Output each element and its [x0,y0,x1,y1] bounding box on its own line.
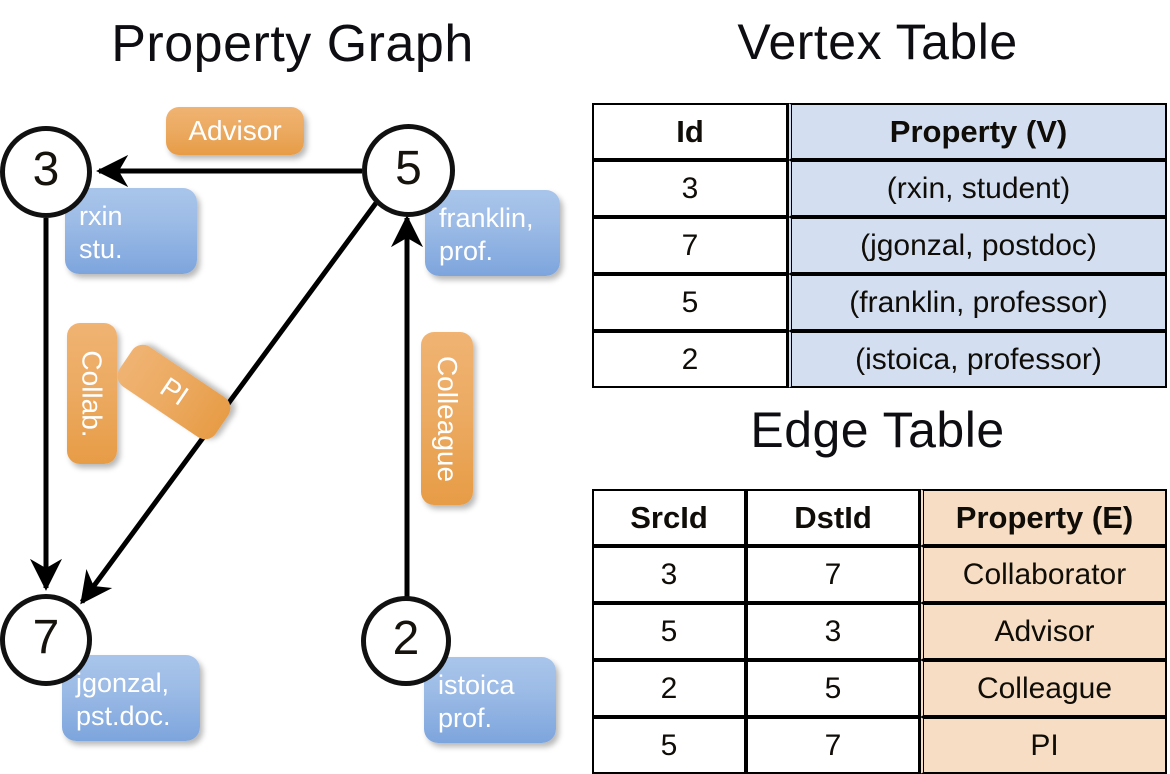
vertex-cell-property: (jgonzal, postdoc) [788,217,1167,274]
graph-node-5-label: 5 [395,141,422,195]
graph-node-3-label: 3 [32,143,60,196]
page-title-vertex-table: Vertex Table [737,14,1018,70]
edge-cell-srcid: 3 [592,546,746,603]
edge-cell-srcid: 5 [592,603,746,660]
table-row: 2 (istoica, professor) [592,331,1167,388]
vertex-cell-property: (franklin, professor) [788,274,1167,331]
page-title-edge-table: Edge Table [750,402,1005,458]
edge-table-header-srcid: SrcId [592,489,746,546]
edge-table-header-property: Property (E) [920,489,1167,546]
edge-cell-dstid: 7 [746,546,920,603]
page-title-property-graph: Property Graph [111,15,474,73]
vertex-cell-property: (rxin, student) [788,160,1167,217]
table-row: 3 (rxin, student) [592,160,1167,217]
edge-label-chip-advisor: Advisor [166,107,304,155]
edge-table: SrcId DstId Property (E) 3 7 Collaborato… [592,489,1167,774]
edge-label-text-pi: PI [154,371,194,412]
edge-cell-srcid: 2 [592,660,746,717]
edge-table-header-dstid: DstId [746,489,920,546]
table-row: 5 7 PI [592,717,1167,774]
edge-cell-property: Colleague [920,660,1167,717]
vertex-cell-id: 2 [592,331,788,388]
edge-cell-property: Advisor [920,603,1167,660]
vertex-cell-id: 5 [592,274,788,331]
vertex-table-header-row: Id Property (V) [592,103,1167,160]
edge-cell-srcid: 5 [592,717,746,774]
vertex-cell-id: 7 [592,217,788,274]
graph-node-2-label: 2 [392,612,420,665]
edge-table-header-row: SrcId DstId Property (E) [592,489,1167,546]
vertex-table-header-property: Property (V) [788,103,1167,160]
edge-label-text-colleague: Colleague [432,355,464,482]
edge-cell-dstid: 7 [746,717,920,774]
graph-node-2[interactable]: 2 [361,596,451,686]
graph-node-7-label: 7 [32,611,60,664]
vertex-cell-id: 3 [592,160,788,217]
edge-cell-dstid: 3 [746,603,920,660]
edge-label-chip-collab: Collab. [67,323,117,464]
table-row: 2 5 Colleague [592,660,1167,717]
vertex-property-chip-3: rxin stu. [65,188,197,274]
graph-node-7[interactable]: 7 [0,594,92,686]
vertex-table: Id Property (V) 3 (rxin, student) 7 (jgo… [592,103,1167,388]
table-row: 5 3 Advisor [592,603,1167,660]
table-row: 3 7 Collaborator [592,546,1167,603]
property-graph-diagram: rxin stu. franklin, prof. jgonzal, pst.d… [0,0,585,760]
edge-label-chip-colleague: Colleague [421,332,473,505]
vertex-property-chip-5: franklin, prof. [425,190,560,276]
table-row: 5 (franklin, professor) [592,274,1167,331]
graph-node-3[interactable]: 3 [0,126,92,218]
edge-cell-dstid: 5 [746,660,920,717]
vertex-table-header-id: Id [592,103,788,160]
edge-label-text-collab: Collab. [77,349,109,438]
edge-cell-property: Collaborator [920,546,1167,603]
edge-label-text-advisor: Advisor [188,115,282,146]
vertex-property-chip-7: jgonzal, pst.doc. [62,655,200,741]
edge-cell-property: PI [920,717,1167,774]
vertex-property-chip-2: istoica prof. [424,657,556,743]
table-row: 7 (jgonzal, postdoc) [592,217,1167,274]
graph-node-5[interactable]: 5 [362,124,455,217]
vertex-cell-property: (istoica, professor) [788,331,1167,388]
